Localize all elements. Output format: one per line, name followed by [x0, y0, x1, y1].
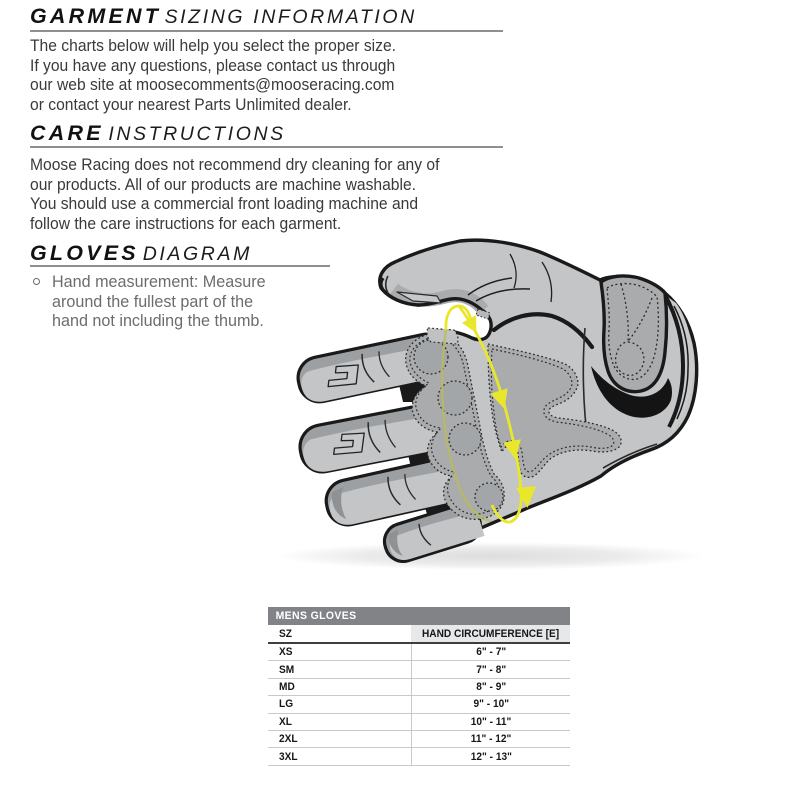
section-rule	[30, 146, 503, 148]
section-title-strong: GARMENT	[30, 5, 162, 28]
table-row: XL 10" - 11"	[268, 713, 570, 731]
measure-arrow-icon	[516, 486, 536, 508]
care-paragraph: Moose Racing does not recommend dry clea…	[30, 155, 440, 233]
measurement-ellipse-back-arc	[440, 329, 492, 523]
palm-pad-left	[405, 331, 505, 520]
measure-arrow-icon	[503, 439, 521, 460]
palm-pad-right	[487, 343, 622, 478]
table-column-header: SZ HAND CIRCUMFERENCE [E]	[268, 625, 570, 644]
mens-gloves-size-table: MENS GLOVES SZ HAND CIRCUMFERENCE [E] XS…	[268, 607, 570, 766]
section-title-light: SIZING INFORMATION	[164, 6, 417, 28]
thumb-creases	[467, 253, 553, 303]
section-title-strong: CARE	[30, 122, 104, 145]
web-seam	[491, 312, 595, 350]
thumb-underside-outline	[379, 276, 490, 319]
web-tab	[475, 308, 491, 320]
section-rule	[30, 30, 503, 32]
table-row: SM 7" - 8"	[268, 661, 570, 679]
finger-pinky	[382, 503, 485, 563]
section-rule	[30, 265, 330, 267]
table-row: 2XL 11" - 12"	[268, 730, 570, 749]
measurement-ellipse	[440, 304, 536, 524]
table-row: 3XL 12" - 13"	[268, 748, 570, 766]
column-header-size: SZ	[268, 625, 411, 642]
glove-shadow	[275, 542, 705, 570]
column-header-circumference: HAND CIRCUMFERENCE [E]	[411, 625, 570, 642]
table-row: LG 9" - 10"	[268, 696, 570, 714]
garment-paragraph: The charts below will help you select th…	[30, 36, 396, 114]
table-title: MENS GLOVES	[275, 610, 357, 622]
thumb-mark	[396, 291, 442, 304]
measure-arrow-icon	[461, 315, 477, 334]
index-knuckle-pad	[426, 327, 459, 345]
bullet-icon	[33, 278, 40, 285]
section-title-light: INSTRUCTIONS	[108, 123, 286, 145]
table-row: MD 8" - 9"	[268, 678, 570, 697]
section-title-strong: GLOVES	[30, 242, 139, 265]
bullet-text: Hand measurement: Measure around the ful…	[52, 272, 266, 331]
section-title-light: DIAGRAM	[142, 243, 252, 265]
table-title-bar: MENS GLOVES	[268, 607, 570, 625]
measure-arrow-icon	[490, 388, 508, 410]
thumb-crease	[384, 275, 389, 294]
table-row: XS 6" - 7"	[268, 644, 570, 662]
